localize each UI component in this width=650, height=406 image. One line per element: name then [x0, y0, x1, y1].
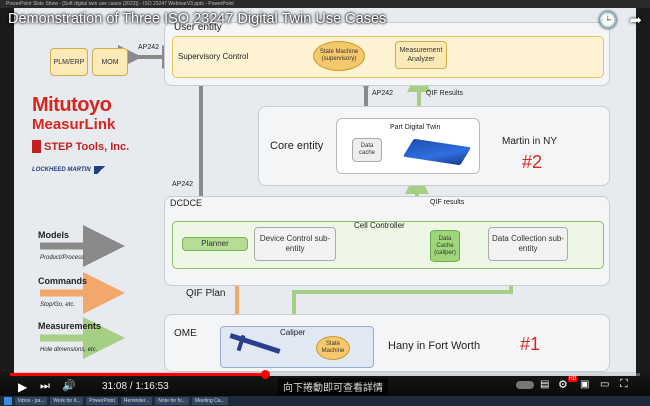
fullscreen-icon[interactable]: ⛶: [620, 378, 628, 390]
video-title[interactable]: Demonstration of Three ISO 23247 Digital…: [8, 11, 387, 27]
time-separator: /: [127, 381, 136, 392]
taskbar-item[interactable]: Inbox - pa...: [15, 397, 48, 405]
qif-results-label-dcdce: QIF results: [430, 199, 465, 206]
scroll-hint: 向下捲動即可查看詳情: [278, 378, 388, 395]
time-total: 1:16:53: [135, 381, 169, 392]
location-hany: Hany in Fort Worth: [388, 340, 481, 352]
ome-label: OME: [174, 328, 197, 339]
legend-measurements: Measurements: [38, 321, 102, 331]
taskbar-item[interactable]: Work for it...: [50, 397, 84, 405]
miniplayer-icon[interactable]: ▣: [580, 379, 590, 390]
qif-results-label-core: QIF Results: [426, 90, 463, 97]
part-twin-label: Part Digital Twin: [390, 124, 441, 131]
lockheed-logo: LOCKHEED MARTIN: [32, 166, 108, 174]
supervisory-control-box: [172, 36, 604, 78]
video-top-actions: 🕒 ➦: [599, 11, 642, 29]
legend-commands-sub: Stop/Go, etc.: [40, 302, 76, 308]
caliper-image: [229, 333, 281, 354]
user-entity-label: User entity: [174, 22, 222, 33]
ap242-label-dcdce: AP242: [172, 181, 194, 188]
progress-bar[interactable]: [10, 370, 640, 379]
legend-models-sub: Product/Process: [40, 255, 85, 261]
caliper-label: Caliper: [280, 328, 306, 337]
slide: User entity Supervisory Control State Ma…: [14, 8, 636, 376]
number-two: #2: [522, 152, 543, 172]
number-one: #1: [520, 334, 541, 354]
cell-controller-label: Cell Controller: [354, 221, 405, 230]
ap242-label-core: AP242: [372, 90, 394, 97]
hd-badge: HD: [568, 376, 578, 382]
taskbar-item[interactable]: Meeting Ca...: [191, 397, 228, 405]
measurement-analyzer: Measurement Analyzer: [395, 41, 447, 69]
data-cache-core: Data cache: [352, 138, 382, 162]
state-machine-supervisory: State Machine (supervisory): [313, 41, 365, 71]
progress-scrubber[interactable]: [261, 370, 271, 379]
step-tools-text: STEP Tools, Inc.: [44, 140, 130, 153]
legend-commands: Commands: [38, 276, 88, 286]
location-martin: Martin in NY: [502, 136, 558, 147]
plm-erp-box: PLM/ERP: [50, 48, 88, 76]
subtitles-icon[interactable]: ▤: [540, 379, 550, 390]
mitutoyo-logo: Mitutoyo: [32, 94, 112, 116]
start-icon[interactable]: [4, 397, 12, 405]
time-display: 31:08 / 1:16:53: [102, 381, 169, 392]
state-machine-ome: State Machine: [316, 336, 350, 360]
data-cache-caliper: Data Cache (caliper): [430, 230, 460, 262]
progress-played: [10, 373, 266, 376]
volume-icon[interactable]: 🔊: [62, 380, 76, 392]
qif-plan-label: QIF Plan: [186, 288, 226, 299]
autoplay-toggle[interactable]: [516, 381, 534, 389]
data-collection-box: Data Collection sub-entity: [488, 227, 568, 261]
lockheed-star-icon: [93, 166, 108, 174]
step-tools-logo: STEP Tools, Inc.: [32, 140, 129, 153]
measurlink-logo: MeasurLink: [32, 116, 116, 133]
planner-box: Planner: [182, 237, 248, 251]
window-titlebar: PowerPoint Slide Show - [Soft digital tw…: [0, 0, 650, 8]
taskbar-item[interactable]: PowerPoint: [86, 397, 118, 405]
legend-measurements-sub: Hole dimensions, etc.: [40, 347, 98, 353]
dcdce-label: DCDCE: [170, 198, 203, 208]
core-entity-label: Core entity: [270, 140, 324, 152]
theater-icon[interactable]: ▭: [600, 379, 610, 390]
taskbar-item[interactable]: Reminder...: [120, 397, 153, 405]
lockheed-text: LOCKHEED MARTIN: [32, 167, 91, 173]
mom-box: MOM: [92, 48, 128, 76]
ap242-label-user: AP242: [138, 44, 160, 51]
taskbar-item[interactable]: Note for fo...: [155, 397, 189, 405]
settings-icon[interactable]: ⚙: [558, 379, 568, 391]
device-control-box: Device Control sub-entity: [254, 227, 336, 261]
share-icon[interactable]: ➦: [629, 12, 642, 29]
supervisory-control-label: Supervisory Control: [178, 52, 249, 61]
legend-models: Models: [38, 230, 70, 240]
next-icon[interactable]: ⏭: [40, 380, 50, 392]
play-icon[interactable]: ▶: [18, 380, 28, 394]
time-current: 31:08: [102, 381, 128, 392]
watch-later-icon[interactable]: 🕒: [598, 12, 618, 29]
step-tools-mark: [32, 140, 41, 153]
